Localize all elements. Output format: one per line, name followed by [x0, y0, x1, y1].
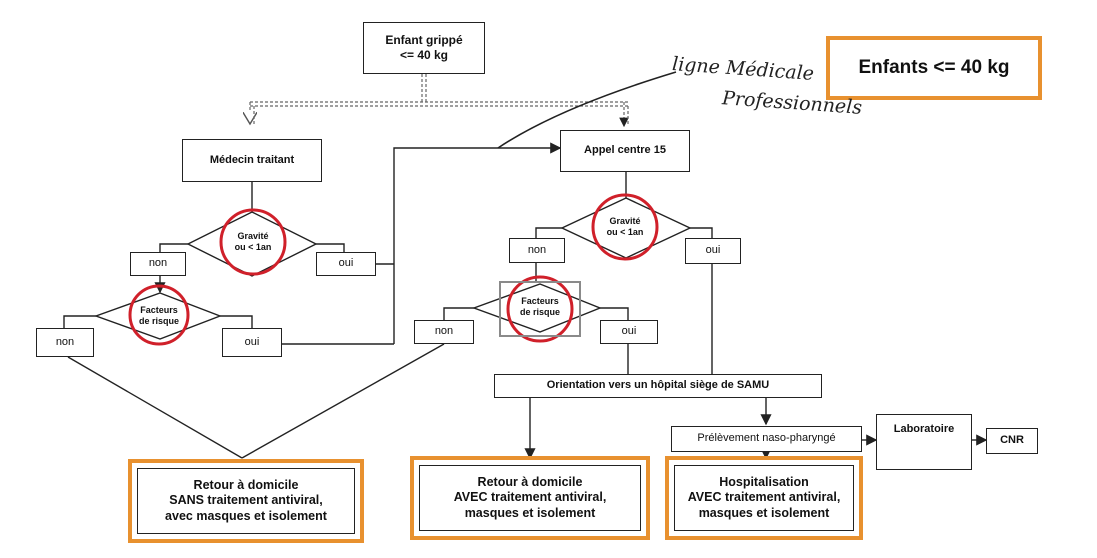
title-enfants-text: Enfants <= 40 kg	[858, 57, 1010, 78]
gravite-right-label: Gravité ou < 1an	[606, 215, 644, 237]
oui-facteurs-left-box: oui	[222, 328, 282, 357]
outcome-hospitalisation: Hospitalisation AVEC traitement antivira…	[665, 456, 863, 540]
gravite-left-diamond	[186, 211, 318, 277]
outcome-retour-sans-traitement: Retour à domicile SANS traitement antivi…	[128, 459, 364, 543]
outcome-retour-sans-text: Retour à domicile SANS traitement antivi…	[137, 468, 355, 534]
title-enfants-box: Enfants <= 40 kg	[826, 36, 1042, 100]
orientation-samu-box: Orientation vers un hôpital siège de SAM…	[494, 374, 822, 398]
outcome-retour-avec-traitement: Retour à domicile AVEC traitement antivi…	[410, 456, 650, 540]
cnr-box: CNR	[986, 428, 1038, 454]
non-gravite-left-box: non	[130, 252, 186, 276]
outcome-retour-avec-text: Retour à domicile AVEC traitement antivi…	[419, 465, 641, 531]
facteurs-right-label: Facteurs de risque	[519, 295, 560, 317]
non-facteurs-right-box: non	[414, 320, 474, 344]
start-box: Enfant grippé <= 40 kg	[363, 22, 485, 74]
red-circle-gravite-left	[219, 208, 287, 276]
medecin-traitant-box: Médecin traitant	[182, 139, 322, 182]
appel-centre-15-box: Appel centre 15	[560, 130, 690, 172]
red-circle-facteurs-right	[506, 275, 574, 343]
gravite-left-label: Gravité ou < 1an	[234, 230, 272, 252]
facteurs-left-diamond	[93, 292, 222, 340]
outcome-hospitalisation-text: Hospitalisation AVEC traitement antivira…	[674, 465, 854, 531]
non-facteurs-left-box: non	[36, 328, 94, 357]
gray-frame-facteurs-right	[499, 281, 581, 337]
facteurs-left-label: Facteurs de risque	[138, 304, 179, 326]
oui-gravite-right-box: oui	[685, 238, 741, 264]
red-circles	[128, 193, 659, 346]
red-circle-facteurs-left	[128, 284, 190, 346]
prelevement-box: Prélèvement naso-pharyngé	[671, 426, 862, 452]
handwritten-stroke	[497, 71, 677, 149]
start-branch-lines	[250, 74, 629, 128]
red-circle-gravite-right	[591, 193, 659, 261]
oui-gravite-left-box: oui	[316, 252, 376, 276]
oui-facteurs-right-box: oui	[600, 320, 658, 344]
laboratoire-box: Laboratoire	[876, 414, 972, 470]
non-gravite-right-box: non	[509, 238, 565, 263]
